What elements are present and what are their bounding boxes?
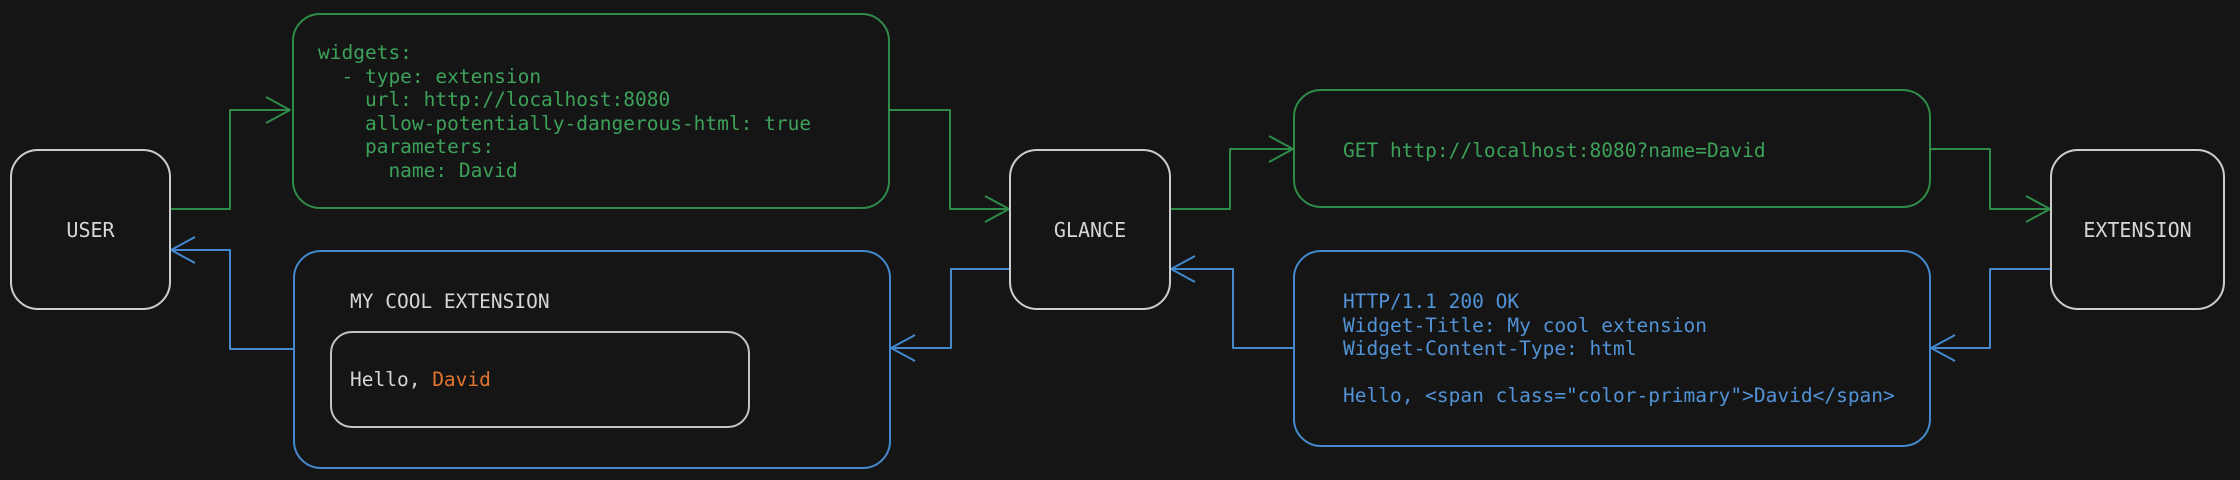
arrowhead-glance-to-widget bbox=[890, 334, 916, 362]
widget-content-frame bbox=[330, 331, 750, 428]
arrowhead-user-to-config bbox=[265, 96, 291, 124]
glance-node-label: GLANCE bbox=[1053, 217, 1127, 242]
request-code: GET http://localhost:8080?name=David bbox=[1343, 139, 1766, 162]
request-message-box bbox=[1293, 89, 1931, 208]
arrow-response-to-glance bbox=[1171, 268, 1293, 349]
arrow-extension-to-response bbox=[1931, 268, 2050, 349]
response-message-box bbox=[1293, 250, 1931, 447]
arrow-glance-to-widget bbox=[891, 268, 1009, 349]
config-message-box bbox=[292, 13, 890, 209]
widget-greeting-name: David bbox=[432, 368, 491, 391]
user-node-label: USER bbox=[66, 217, 115, 242]
glance-node: GLANCE bbox=[1009, 149, 1171, 310]
arrow-glance-to-request bbox=[1171, 148, 1293, 210]
arrowhead-extension-to-response bbox=[1930, 334, 1956, 362]
arrowhead-widget-to-user bbox=[170, 236, 196, 264]
arrowhead-response-to-glance bbox=[1170, 255, 1196, 283]
arrow-config-to-glance bbox=[890, 109, 1009, 210]
widget-greeting-prefix: Hello, bbox=[350, 368, 433, 391]
arrow-widget-to-user bbox=[171, 249, 293, 350]
arrow-user-to-config bbox=[171, 109, 290, 210]
extension-node: EXTENSION bbox=[2050, 149, 2225, 310]
widget-greeting: Hello, David bbox=[350, 368, 491, 392]
arrow-request-to-extension bbox=[1931, 148, 2050, 210]
user-node: USER bbox=[10, 149, 171, 310]
extension-node-label: EXTENSION bbox=[2083, 217, 2192, 242]
response-code: HTTP/1.1 200 OK Widget-Title: My cool ex… bbox=[1343, 290, 1895, 407]
widget-title-label: MY COOL EXTENSION bbox=[350, 290, 550, 313]
widget-preview-box bbox=[293, 250, 891, 469]
config-yaml-code: widgets: - type: extension url: http://l… bbox=[318, 41, 812, 182]
